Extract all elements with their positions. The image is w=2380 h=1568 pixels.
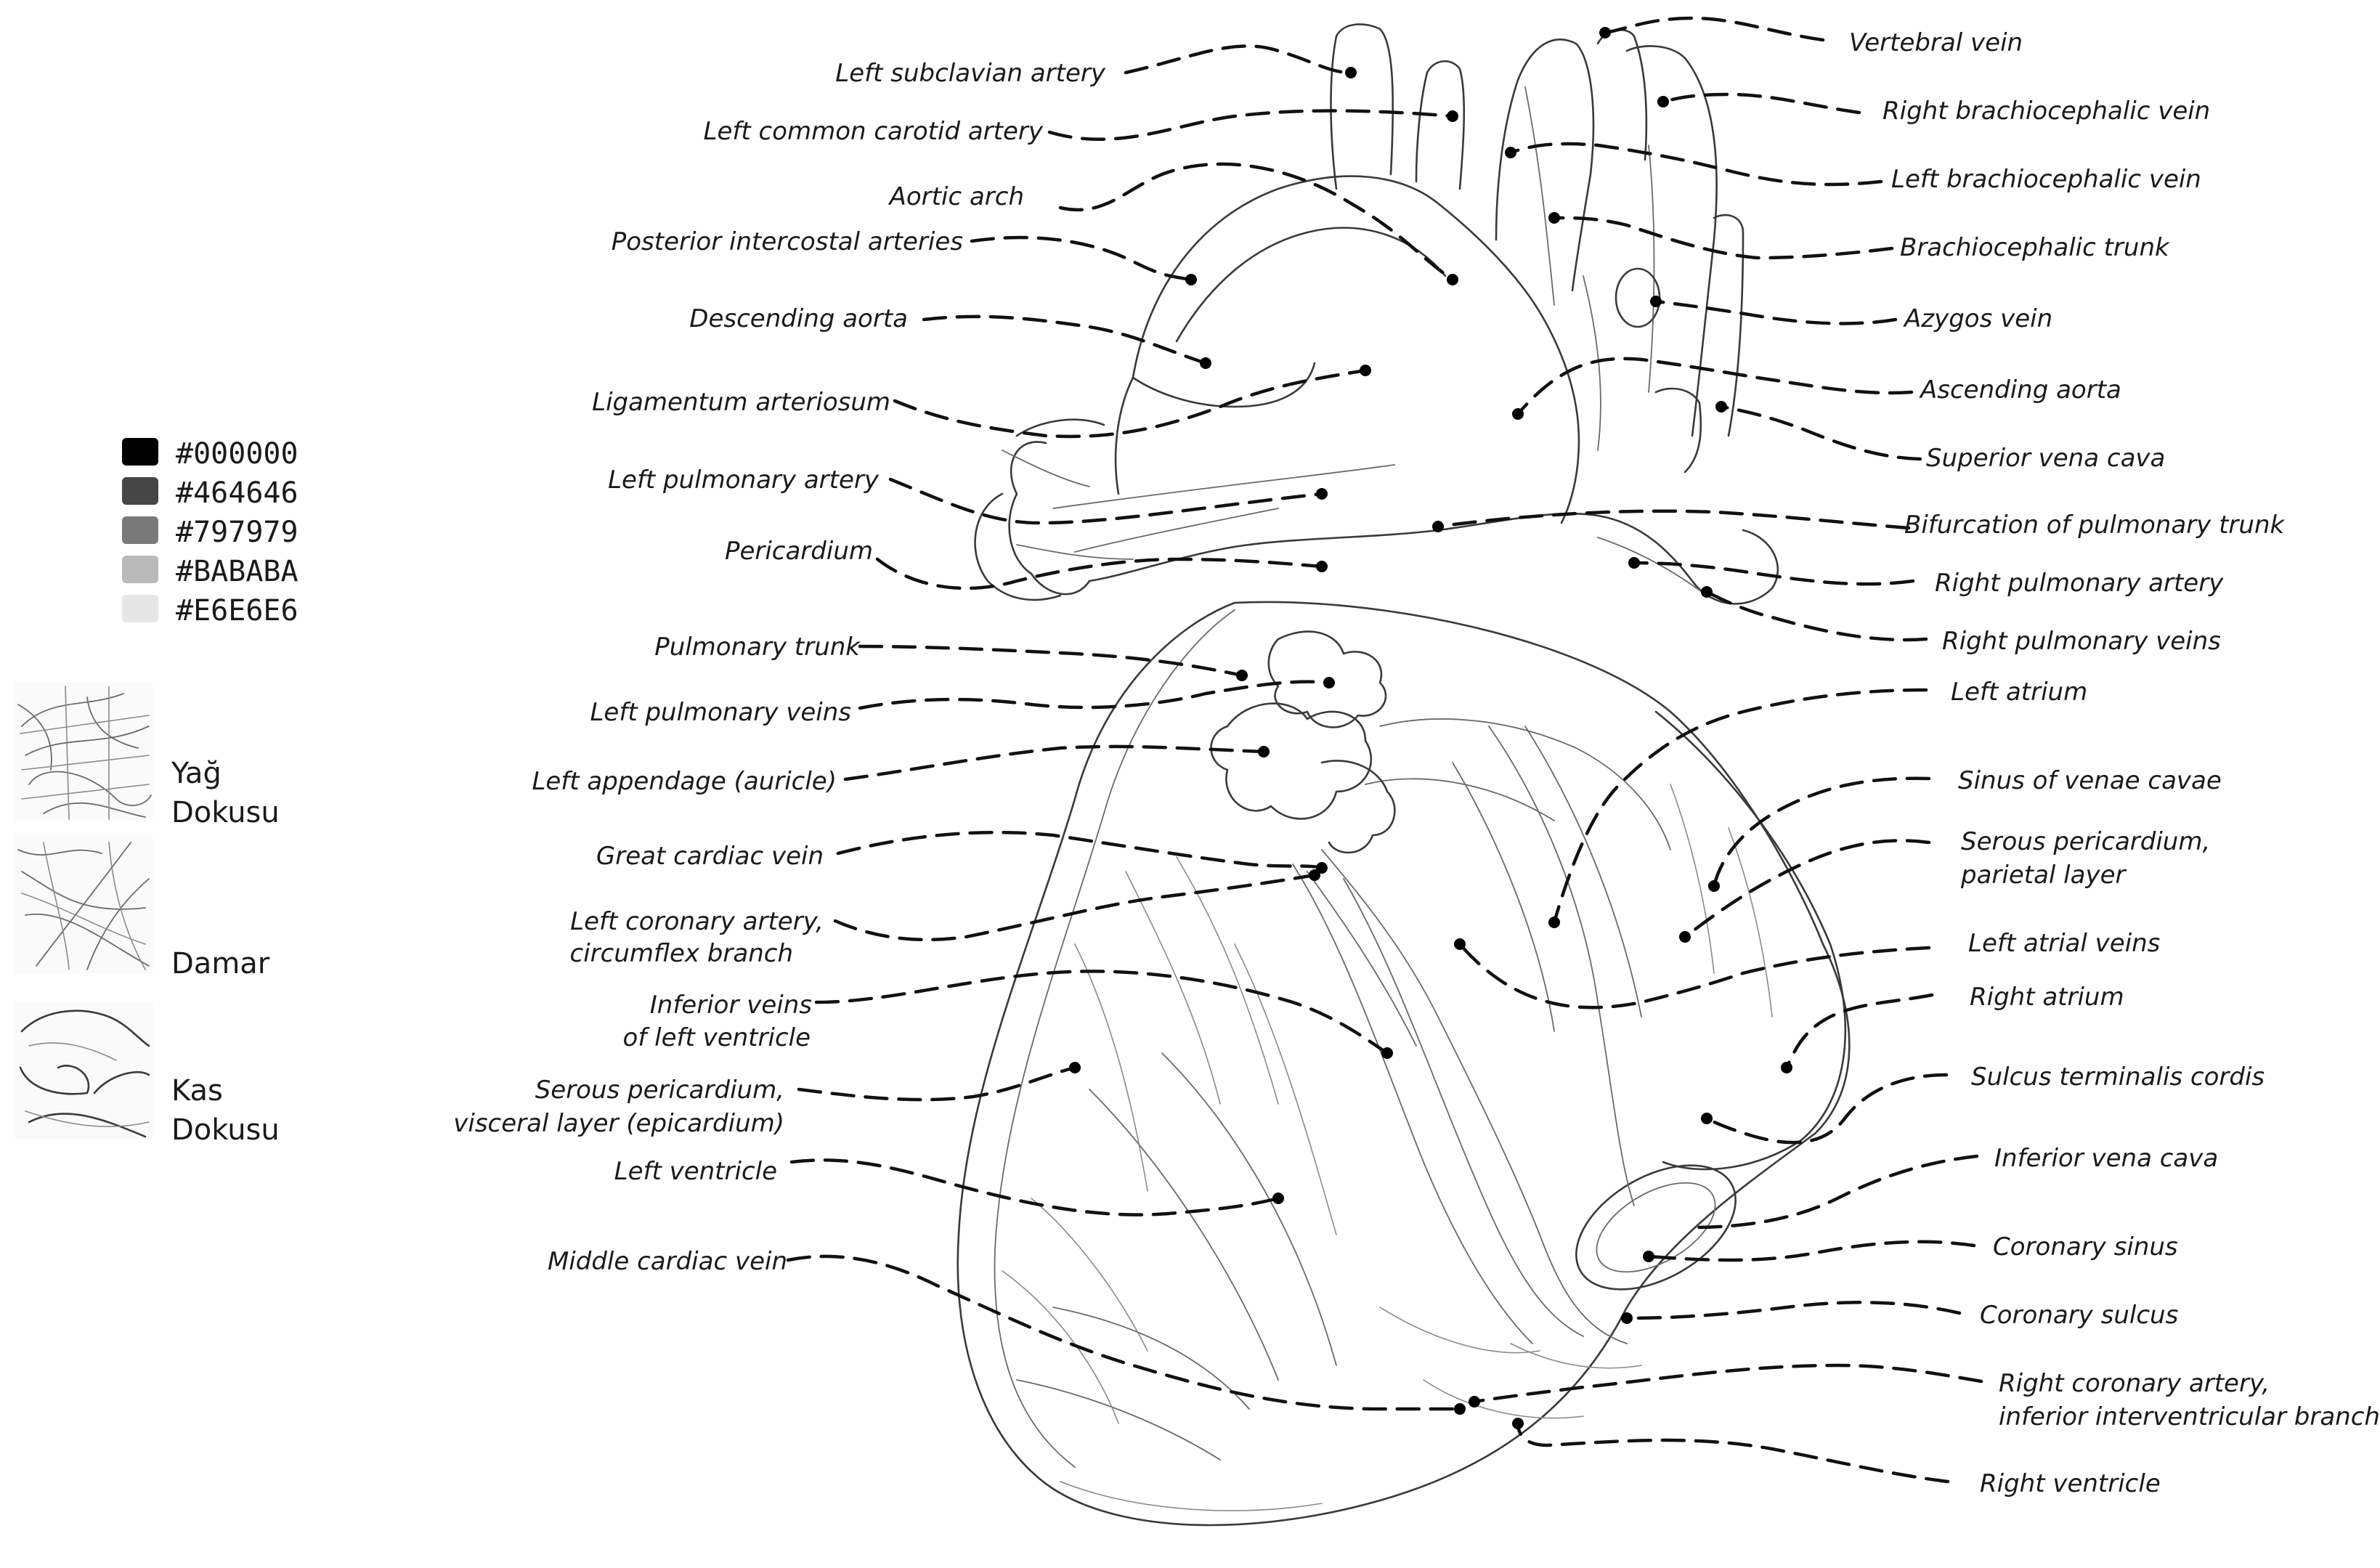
- legend-swatch-4: #BABABA: [122, 555, 298, 588]
- vessel-label: Damar: [171, 947, 270, 980]
- texture-fat-tissue: Yağ Dokusu: [15, 683, 280, 829]
- left-subclavian-outline: [1331, 24, 1393, 189]
- label-left-pulmonary-artery: Left pulmonary artery: [608, 466, 880, 495]
- swatch-color-3: [122, 516, 158, 544]
- label-serous-pericardium-visceral-line2: visceral layer (epicardium): [453, 1109, 784, 1138]
- swatch-color-1: [122, 438, 158, 466]
- swatch-label-3: #797979: [176, 516, 298, 549]
- legend-swatch-1: #000000: [122, 437, 298, 471]
- fat-tissue-thumbnail: [15, 683, 153, 821]
- swatch-label-1: #000000: [176, 437, 298, 471]
- label-middle-cardiac-vein: Middle cardiac vein: [548, 1247, 787, 1276]
- label-pericardium: Pericardium: [725, 537, 873, 566]
- label-right-coronary-artery-line2: inferior interventricular branch: [1999, 1402, 2380, 1431]
- label-left-appendage: Left appendage (auricle): [532, 767, 837, 796]
- swatch-label-2: #464646: [176, 476, 298, 510]
- label-inferior-veins-line2: of left ventricle: [623, 1023, 811, 1052]
- label-left-common-carotid-artery: Left common carotid artery: [704, 117, 1044, 146]
- swatch-color-5: [122, 595, 158, 622]
- label-bifurcation-pulmonary-trunk: Bifurcation of pulmonary trunk: [1904, 511, 2286, 540]
- swatch-color-2: [122, 477, 158, 505]
- label-inferior-veins-line1: Inferior veins: [650, 991, 812, 1020]
- ventricles-outline: [958, 602, 1850, 1525]
- pulmonary-trunk-outline: [1010, 442, 1778, 604]
- legend-swatch-3: #797979: [122, 516, 298, 549]
- label-vertebral-vein: Vertebral vein: [1849, 28, 2023, 57]
- label-left-brachiocephalic-vein: Left brachiocephalic vein: [1891, 165, 2201, 194]
- swatch-color-4: [122, 556, 158, 583]
- label-left-subclavian-artery: Left subclavian artery: [835, 59, 1106, 88]
- fat-tissue-label-2: Dokusu: [171, 796, 280, 829]
- swatch-label-4: #BABABA: [176, 555, 298, 588]
- label-azygos-vein: Azygos vein: [1903, 304, 2052, 333]
- label-aortic-arch: Aortic arch: [888, 182, 1024, 211]
- swatch-label-5: #E6E6E6: [176, 594, 298, 627]
- label-great-cardiac-vein: Great cardiac vein: [596, 842, 824, 871]
- label-left-atrial-veins: Left atrial veins: [1968, 929, 2160, 958]
- label-ascending-aorta: Ascending aorta: [1919, 375, 2121, 405]
- label-left-coronary-artery-line2: circumflex branch: [570, 939, 793, 968]
- left-labels: Left subclavian artery Left common carot…: [453, 59, 1106, 1276]
- label-coronary-sinus: Coronary sinus: [1993, 1232, 2178, 1262]
- label-serous-pericardium-parietal-line1: Serous pericardium,: [1961, 827, 2210, 856]
- label-right-brachiocephalic-vein: Right brachiocephalic vein: [1883, 97, 2210, 126]
- legend-swatch-2: #464646: [122, 476, 298, 510]
- label-serous-pericardium-parietal-line2: parietal layer: [1960, 861, 2127, 890]
- label-ligamentum-arteriosum: Ligamentum arteriosum: [592, 388, 890, 417]
- label-sinus-of-venae-cavae: Sinus of venae cavae: [1958, 766, 2222, 795]
- texture-vessel: Damar: [15, 835, 270, 980]
- label-superior-vena-cava: Superior vena cava: [1926, 444, 2165, 473]
- brachiocephalic-outline: [1496, 39, 1593, 291]
- label-brachiocephalic-trunk: Brachiocephalic trunk: [1900, 233, 2170, 262]
- vessel-thumbnail: [15, 835, 153, 973]
- right-labels: Vertebral vein Right brachiocephalic vei…: [1849, 28, 2380, 1498]
- label-right-ventricle: Right ventricle: [1980, 1469, 2161, 1498]
- vertebral-vein-outline: [1598, 30, 1646, 160]
- label-right-pulmonary-artery: Right pulmonary artery: [1935, 569, 2224, 598]
- left-carotid-outline: [1416, 61, 1464, 189]
- heart-illustration: [958, 24, 1850, 1525]
- label-left-pulmonary-veins: Left pulmonary veins: [590, 698, 851, 727]
- inferior-vena-cava-opening: [1555, 1140, 1757, 1315]
- fat-tissue-label-1: Yağ: [171, 757, 222, 790]
- label-right-coronary-artery-line1: Right coronary artery,: [1999, 1369, 2270, 1398]
- pointer-dots: [1069, 27, 1792, 1429]
- leader-lines: [788, 18, 1981, 1482]
- legend-swatch-5: #E6E6E6: [122, 594, 298, 627]
- label-inferior-vena-cava: Inferior vena cava: [1994, 1144, 2218, 1173]
- label-descending-aorta: Descending aorta: [689, 304, 908, 333]
- label-serous-pericardium-visceral-line1: Serous pericardium,: [535, 1076, 784, 1105]
- label-right-atrium: Right atrium: [1970, 983, 2124, 1012]
- muscle-tissue-thumbnail: [15, 1001, 153, 1139]
- label-sulcus-terminalis-cordis: Sulcus terminalis cordis: [1971, 1063, 2265, 1092]
- color-legend: #000000 #464646 #797979 #BABABA #E6E6E6: [122, 437, 298, 627]
- label-left-ventricle: Left ventricle: [614, 1157, 777, 1186]
- muscle-tissue-label-1: Kas: [171, 1074, 223, 1108]
- label-pulmonary-trunk: Pulmonary trunk: [654, 633, 861, 662]
- label-left-atrium: Left atrium: [1951, 678, 2087, 707]
- label-left-coronary-artery-line1: Left coronary artery,: [570, 907, 824, 936]
- texture-muscle-tissue: Kas Dokusu: [15, 1001, 280, 1147]
- label-coronary-sulcus: Coronary sulcus: [1980, 1301, 2178, 1330]
- muscle-tissue-label-2: Dokusu: [171, 1113, 280, 1147]
- texture-legend: Yağ Dokusu Damar Kas Dokusu: [15, 683, 280, 1147]
- label-right-pulmonary-veins: Right pulmonary veins: [1942, 627, 2221, 656]
- label-posterior-intercostal-arteries: Posterior intercostal arteries: [612, 227, 963, 256]
